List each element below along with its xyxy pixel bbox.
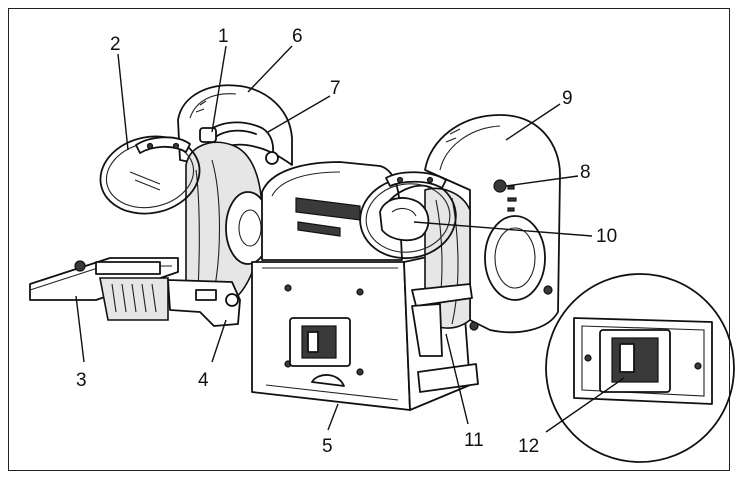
callout-9: 9: [562, 88, 573, 109]
left-tool-rest: [29, 257, 241, 327]
right-guard-knob: [379, 197, 430, 242]
callout-2: 2: [110, 34, 121, 55]
callout-3: 3: [76, 370, 87, 391]
callout-8: 8: [580, 162, 591, 183]
callout-5: 5: [322, 436, 333, 457]
right-tool-rest: [411, 283, 479, 393]
callout-labels: 1 2 3 4 5 6 7 8 9 10 11 12: [76, 26, 617, 457]
callout-10: 10: [596, 226, 617, 247]
callout-7: 7: [330, 78, 341, 99]
callout-11: 11: [464, 430, 484, 451]
callout-12: 12: [518, 436, 539, 457]
callout-4: 4: [198, 370, 209, 391]
left-eye-shield: [99, 135, 201, 215]
callout-1: 1: [218, 26, 229, 47]
right-wheel-guard: [424, 114, 561, 334]
leader-lines: [75, 45, 625, 433]
power-switch: [289, 317, 351, 367]
switch-detail-inset: [545, 273, 735, 463]
callout-6: 6: [292, 26, 303, 47]
right-eye-shield: [359, 171, 457, 260]
